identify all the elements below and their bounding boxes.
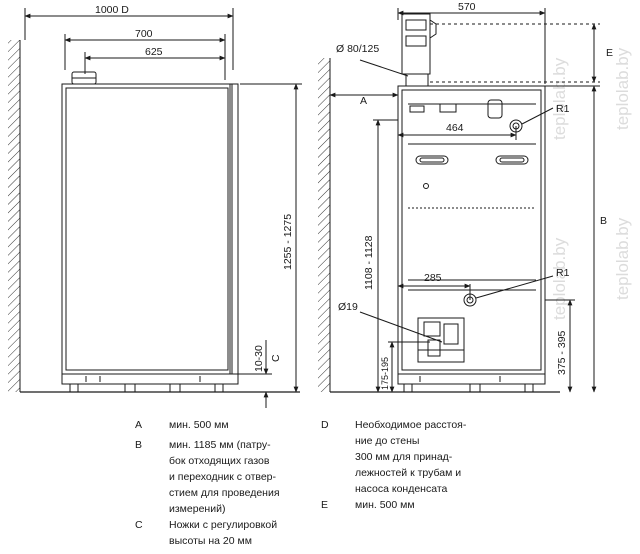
legend-text: ние до стены bbox=[355, 435, 420, 447]
watermark: teplolab.by teplolab.by teplolab.by tepl… bbox=[550, 47, 632, 320]
wall-hatch-right bbox=[318, 58, 330, 392]
legend-text: Ножки с регулировкой bbox=[169, 519, 278, 531]
condensate-pump bbox=[417, 317, 465, 363]
legend-key: A bbox=[135, 419, 143, 431]
label-e: E bbox=[606, 47, 613, 59]
dim-1255-1275: 1255 - 1275 bbox=[282, 214, 294, 270]
dim-375-395: 375 - 395 bbox=[556, 330, 568, 375]
dim-570: 570 bbox=[458, 1, 476, 13]
label-c: C bbox=[270, 354, 282, 362]
label-b: B bbox=[600, 215, 607, 227]
legend-item-c: C Ножки с регулировкой высоты на 20 мм bbox=[135, 517, 305, 549]
base-side bbox=[61, 373, 239, 385]
legend-text: мин. 500 мм bbox=[355, 499, 415, 511]
dim-464: 464 bbox=[446, 122, 464, 134]
boiler-body-back bbox=[397, 85, 546, 375]
dim-1108-1128: 1108 - 1128 bbox=[363, 235, 375, 290]
back-view bbox=[318, 8, 600, 393]
wall-hatch-left bbox=[8, 40, 20, 392]
legend-text: 300 мм для принад- bbox=[355, 451, 453, 463]
svg-text:teplolab.by: teplolab.by bbox=[613, 47, 632, 130]
label-r1-top: R1 bbox=[556, 103, 570, 115]
legend-text: мин. 1185 мм (патру- bbox=[169, 439, 271, 451]
legend-text: стием для проведения bbox=[169, 487, 280, 499]
dim-10-30: 10-30 bbox=[253, 345, 265, 372]
dim-pipe-diameter: Ø19 bbox=[338, 301, 358, 313]
dim-700: 700 bbox=[135, 28, 153, 40]
legend-text: насоса конденсата bbox=[355, 483, 448, 495]
slot-right bbox=[495, 155, 529, 165]
slot-left bbox=[415, 155, 449, 165]
dim-175-195: 175-195 bbox=[380, 357, 390, 390]
svg-text:teplolab.by: teplolab.by bbox=[613, 217, 632, 300]
boiler-body-side bbox=[61, 83, 233, 375]
legend-text: и переходник с отвер- bbox=[169, 471, 277, 483]
svg-text:teplolab.by: teplolab.by bbox=[550, 237, 569, 320]
dim-285: 285 bbox=[424, 272, 442, 284]
legend-key: D bbox=[321, 419, 329, 431]
legend-left: A мин. 500 мм B мин. 1185 мм (патру- бок… bbox=[135, 417, 305, 549]
legend-text: высоты на 20 мм bbox=[169, 535, 252, 547]
legend-text: лежностей к трубам и bbox=[355, 467, 462, 479]
label-a: A bbox=[360, 95, 367, 107]
dim-1000d: 1000 D bbox=[95, 4, 129, 16]
legend-key: B bbox=[135, 439, 143, 451]
label-r1-bottom: R1 bbox=[556, 267, 570, 279]
legend-item-e: E мин. 500 мм bbox=[321, 497, 521, 513]
legend-item-b: B мин. 1185 мм (патру- бок отходящих газ… bbox=[135, 437, 305, 517]
technical-drawing: teplolab.by teplolab.by teplolab.by tepl… bbox=[8, 1, 632, 408]
dim-625: 625 bbox=[145, 46, 163, 58]
side-view bbox=[8, 8, 302, 408]
legend-item-a: A мин. 500 мм bbox=[135, 417, 305, 433]
legend-item-d: D Необходимое расстоя- ние до стены 300 … bbox=[321, 417, 521, 497]
legend-text: Необходимое расстоя- bbox=[355, 419, 467, 431]
dim-flue-diameter: Ø 80/125 bbox=[336, 43, 379, 55]
legend-text: измерений) bbox=[169, 503, 226, 515]
legend-key: E bbox=[321, 499, 329, 511]
legend-text: бок отходящих газов bbox=[169, 455, 270, 467]
legend-key: C bbox=[135, 519, 143, 531]
legend-text: мин. 500 мм bbox=[169, 419, 229, 431]
legend-right: D Необходимое расстоя- ние до стены 300 … bbox=[321, 417, 521, 513]
svg-text:teplolab.by: teplolab.by bbox=[550, 57, 569, 140]
